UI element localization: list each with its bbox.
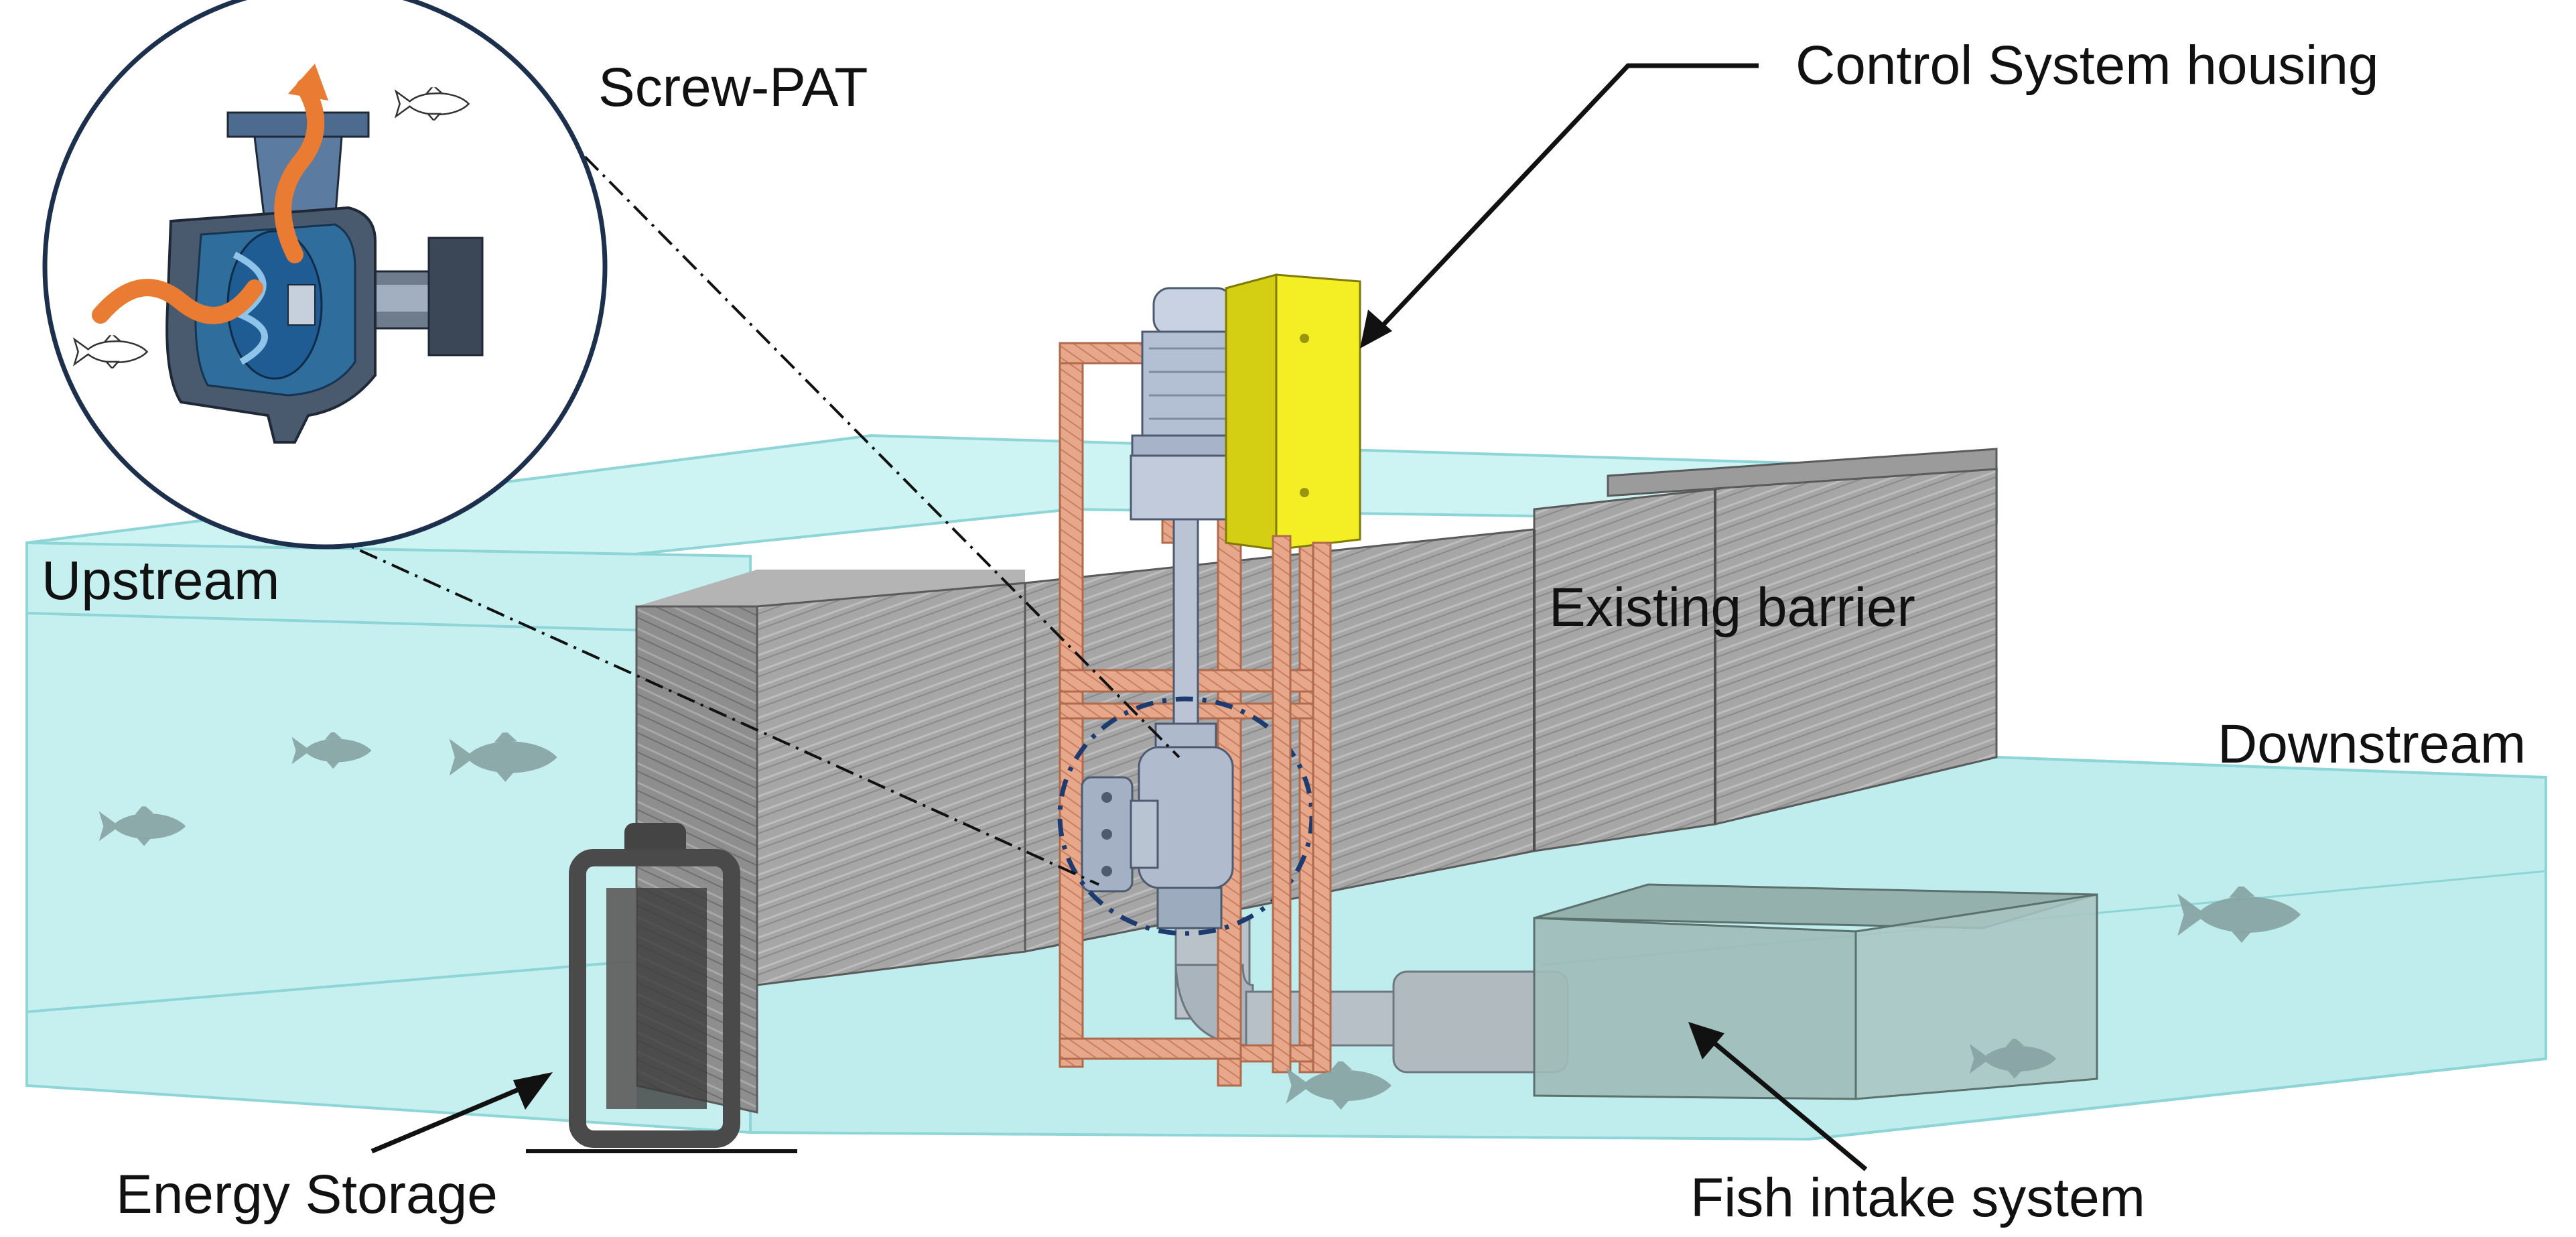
- flow-arrow-icon: [274, 78, 325, 263]
- bolt: [1101, 866, 1112, 876]
- pump-highlight-circle: [1057, 696, 1314, 936]
- callout-lines: [328, 63, 1868, 1171]
- drive-shaft: [1172, 518, 1199, 742]
- energy-storage-label: Energy Storage: [116, 1164, 498, 1225]
- inset-ring: [42, 0, 608, 549]
- frame-beam: [1059, 1037, 1242, 1060]
- control-system-label: Control System housing: [1795, 35, 2379, 96]
- battery-casing: [569, 849, 740, 1148]
- existing-barrier-label: Existing barrier: [1549, 577, 1915, 638]
- control-box-hinge: [1300, 334, 1309, 343]
- bolt: [1101, 829, 1112, 840]
- control-box-front: [1275, 273, 1361, 551]
- frame-post: [1272, 535, 1292, 1073]
- intake-box-side: [1854, 893, 2098, 1100]
- fish-intake-label: Fish intake system: [1690, 1167, 2145, 1228]
- control-system-housing: [1225, 273, 1361, 551]
- battery-icon: [569, 823, 740, 1148]
- upstream-label: Upstream: [42, 550, 280, 611]
- screw-pat-inset: [42, 0, 608, 549]
- arrowhead: [1360, 310, 1392, 348]
- water-line: [1996, 756, 2547, 779]
- arrowhead: [1688, 1022, 1724, 1059]
- bolt: [1101, 792, 1112, 803]
- inset-bearing: [427, 237, 484, 356]
- energy-leader-line: [370, 1080, 537, 1154]
- pump-outlet: [1156, 887, 1223, 929]
- screw-pat-label: Screw-PAT: [598, 57, 868, 118]
- control-box-side: [1225, 273, 1278, 551]
- battery-charge-glare: [606, 888, 636, 1109]
- downstream-label: Downstream: [2218, 714, 2526, 775]
- coupling-housing: [1130, 454, 1229, 521]
- fish-intake-box: [1533, 883, 2098, 1100]
- flow-arrowhead: [288, 64, 328, 101]
- intake-leader-line: [1703, 1033, 1868, 1171]
- callout-arrowheads: [513, 310, 1724, 1110]
- motor-fan-cap: [1152, 287, 1234, 336]
- barrier-wall-right: [1533, 488, 1716, 852]
- barrier-parapet: [1607, 448, 1998, 497]
- control-leader-line: [1375, 63, 1759, 334]
- water-line: [1808, 1057, 2547, 1141]
- frame-post: [1312, 541, 1332, 1073]
- arrowhead: [513, 1072, 553, 1110]
- inset-impeller-blade: [232, 251, 268, 365]
- inset-hub: [287, 284, 316, 326]
- barrier-block-front: [756, 582, 1026, 986]
- zoom-line: [535, 106, 1180, 759]
- barrier-block-top: [636, 570, 1025, 606]
- intake-box-front: [1533, 917, 1857, 1100]
- inset-outlet-flange: [226, 111, 370, 138]
- support-frame: [1272, 535, 1332, 1073]
- water-line: [26, 612, 751, 635]
- control-box-hinge: [1300, 488, 1309, 497]
- zoom-line: [328, 535, 1099, 886]
- flow-arrow-icon: [92, 279, 263, 324]
- pump-inlet: [1130, 799, 1159, 869]
